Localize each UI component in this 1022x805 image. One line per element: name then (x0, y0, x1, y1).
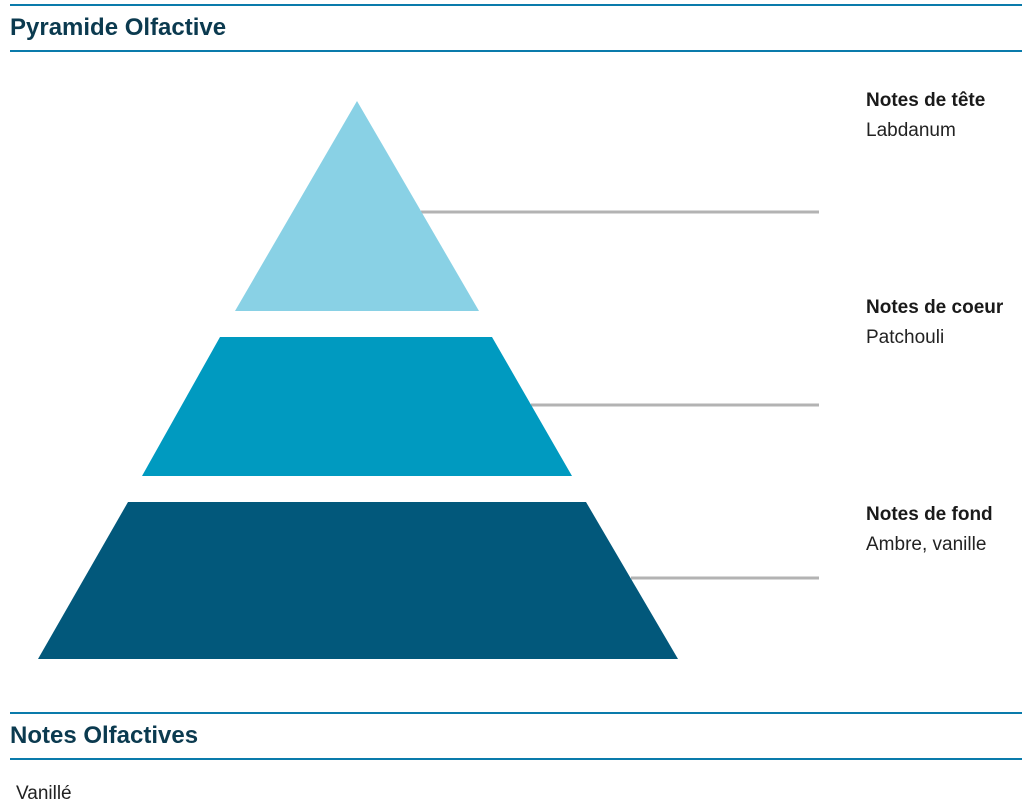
tier-notes-top-notes: Labdanum (866, 120, 956, 141)
tier-label-heart-notes: Notes de coeur Patchouli (866, 297, 1003, 349)
tier-notes-heart-notes: Patchouli (866, 327, 945, 348)
notes-section-header: Notes Olfactives (10, 712, 1022, 760)
pyramid-section-title: Pyramide Olfactive (10, 14, 227, 41)
pyramid-tier-base (38, 502, 678, 659)
tier-title-top-notes: Notes de tête (866, 90, 986, 111)
pyramid-tier-heart (142, 337, 572, 476)
tier-title-heart-notes: Notes de coeur (866, 297, 1004, 318)
olfactive-notes-text: Vanillé (16, 783, 72, 804)
tier-notes-base-notes: Ambre, vanille (866, 534, 987, 555)
tier-title-base-notes: Notes de fond (866, 504, 993, 525)
notes-section-title: Notes Olfactives (10, 722, 199, 749)
pyramid-section-header: Pyramide Olfactive (10, 4, 1022, 52)
tier-label-top-notes: Notes de tête Labdanum (866, 90, 985, 142)
tier-label-base-notes: Notes de fond Ambre, vanille (866, 504, 993, 556)
pyramid-tier-top (235, 101, 479, 311)
